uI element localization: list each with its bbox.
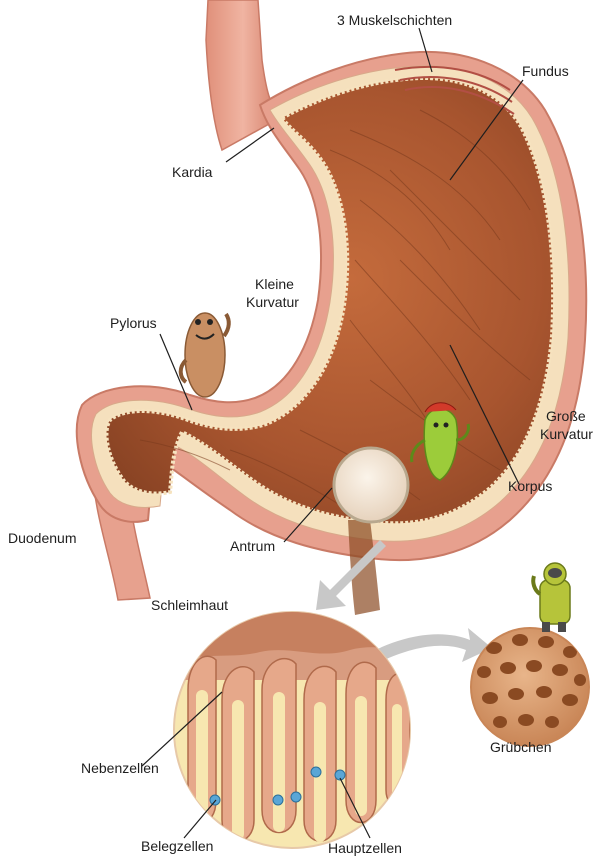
label-pylorus: Pylorus [110,315,157,332]
label-corpus: Korpus [508,478,552,495]
label-cardia: Kardia [172,164,212,181]
label-lesser-curvature-line1: Kleine [255,276,294,293]
label-fundus: Fundus [522,63,569,80]
label-lesser-curvature-line2: Kurvatur [246,294,299,311]
pylorus-character-illustration [181,313,229,397]
label-greater-curvature-line1: Große [546,408,586,425]
hazmat-character-illustration [533,563,570,632]
label-greater-curvature-line2: Kurvatur [540,426,593,443]
label-antrum: Antrum [230,538,275,555]
label-muscle-layers: 3 Muskelschichten [337,12,452,29]
label-pits: Grübchen [490,739,551,756]
mucosa-detail-circle [170,610,420,848]
label-mucosa: Schleimhaut [151,597,228,614]
esophagus [206,0,280,150]
label-parietal-cells: Belegzellen [141,838,213,855]
label-accessory-cells: Nebenzellen [81,760,159,777]
label-duodenum: Duodenum [8,530,77,547]
gastric-pits-detail-circle [471,628,589,746]
label-chief-cells: Hauptzellen [328,840,402,857]
